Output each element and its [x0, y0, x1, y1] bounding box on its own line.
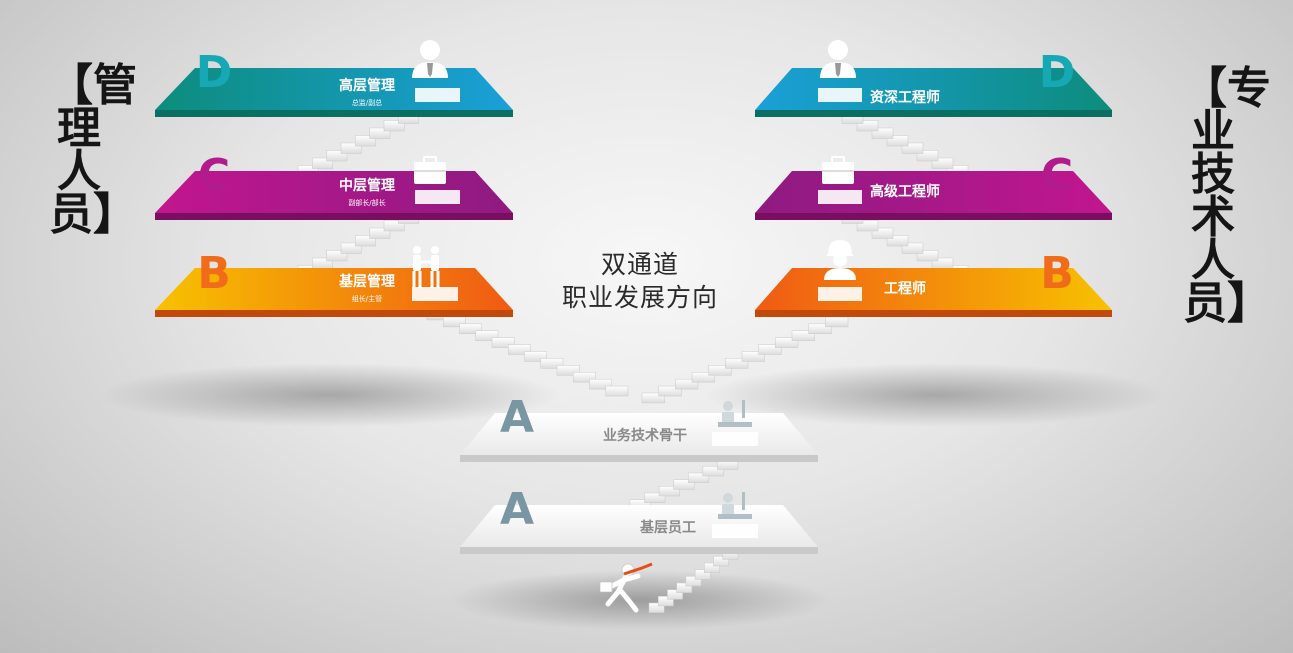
handshake-people-icon	[412, 246, 440, 288]
running-person-icon	[599, 562, 653, 613]
level-letter: D	[196, 47, 233, 98]
level-letter: A	[500, 484, 534, 535]
stairs-right-a-to-b	[641, 316, 849, 404]
level-title: 高层管理	[339, 77, 395, 94]
center-title: 双通道 职业发展方向	[540, 248, 740, 314]
briefcase-icon	[822, 156, 854, 184]
platform-technical-d: D 资深工程师	[755, 40, 1112, 117]
level-subtitle: 副部长/部长	[348, 198, 385, 207]
level-letter: C	[198, 150, 230, 201]
platform-technical-c: C 高级工程师	[755, 150, 1112, 220]
technical-group-title: 【专业技术人员】	[1183, 63, 1271, 329]
level-letter: B	[197, 248, 231, 299]
manager-person-icon	[412, 40, 448, 78]
level-title: 高级工程师	[870, 183, 940, 200]
stairs-start-to-a2	[648, 549, 739, 613]
center-title-line2: 职业发展方向	[561, 283, 718, 312]
level-letter: C	[1041, 150, 1073, 201]
platform-shared-a-lower: A 基层员工	[460, 484, 818, 554]
level-title: 基层管理	[339, 273, 395, 290]
level-letter: A	[500, 392, 534, 443]
level-title: 工程师	[884, 280, 926, 297]
level-subtitle: 组长/主管	[352, 294, 382, 303]
hardhat-worker-icon	[824, 240, 856, 280]
level-letter: D	[1039, 47, 1076, 98]
level-subtitle: 总监/副总	[352, 98, 382, 107]
level-title: 基层员工	[640, 519, 696, 536]
level-title: 业务技术骨干	[603, 427, 687, 444]
floor-shadows	[100, 363, 1165, 630]
level-letter: B	[1040, 248, 1074, 299]
center-title-line1: 双通道	[600, 250, 679, 279]
manager-person-icon	[820, 40, 856, 78]
briefcase-icon	[414, 156, 446, 184]
level-title: 资深工程师	[870, 89, 940, 106]
desk-worker-icon	[718, 400, 752, 427]
management-group-title: 【管理人员】	[49, 60, 137, 240]
desk-worker-icon	[718, 492, 752, 519]
platform-technical-b: B 工程师	[755, 240, 1112, 317]
level-title: 中层管理	[339, 177, 395, 194]
platform-shared-a-upper: A 业务技术骨干	[460, 392, 818, 462]
